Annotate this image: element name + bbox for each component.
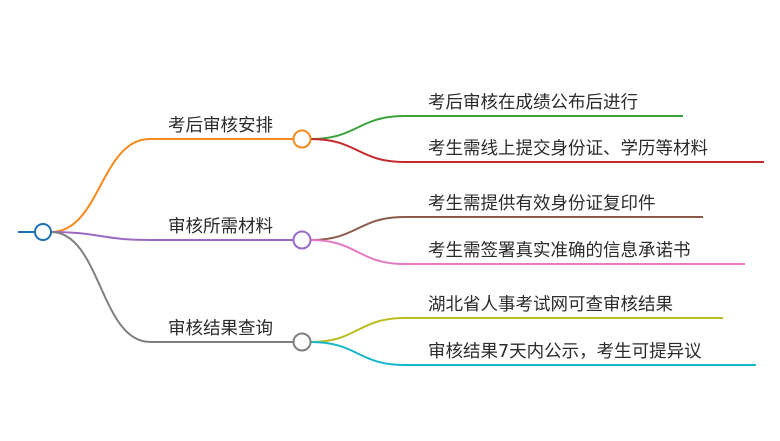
branch-node-circle	[292, 332, 312, 352]
child-label: 考后审核在成绩公布后进行	[428, 93, 638, 113]
child-connector	[310, 341, 756, 366]
child-connector	[310, 115, 683, 140]
child-connector	[310, 317, 723, 343]
nodes-layer	[34, 129, 312, 352]
child-label: 考生需签署真实准确的信息承诺书	[428, 241, 691, 261]
child-label: 考生需提供有效身份证复印件	[428, 194, 656, 214]
branch-node-circle	[292, 230, 312, 250]
branch-label: 审核所需材料	[168, 217, 273, 237]
labels-layer: 考后审核安排 考后审核在成绩公布后进行考生需线上提交身份证、学历等材料审核所需材料…	[168, 93, 708, 362]
child-label: 审核结果7天内公示，考生可提异议	[428, 342, 702, 362]
child-connector	[310, 138, 764, 163]
branch-node-circle	[292, 129, 312, 149]
child-connector	[310, 239, 745, 265]
branch-connector	[50, 231, 294, 343]
child-label: 考生需线上提交身份证、学历等材料	[428, 139, 708, 159]
branch-connector	[50, 231, 294, 241]
edges-layer	[18, 115, 764, 366]
branch-connector	[50, 138, 294, 233]
branch-label: 审核结果查询	[168, 319, 273, 339]
root-node-circle	[34, 223, 52, 241]
child-label: 湖北省人事考试网可查审核结果	[428, 295, 673, 315]
child-connector	[310, 216, 703, 241]
branch-label: 考后审核安排	[168, 116, 273, 136]
